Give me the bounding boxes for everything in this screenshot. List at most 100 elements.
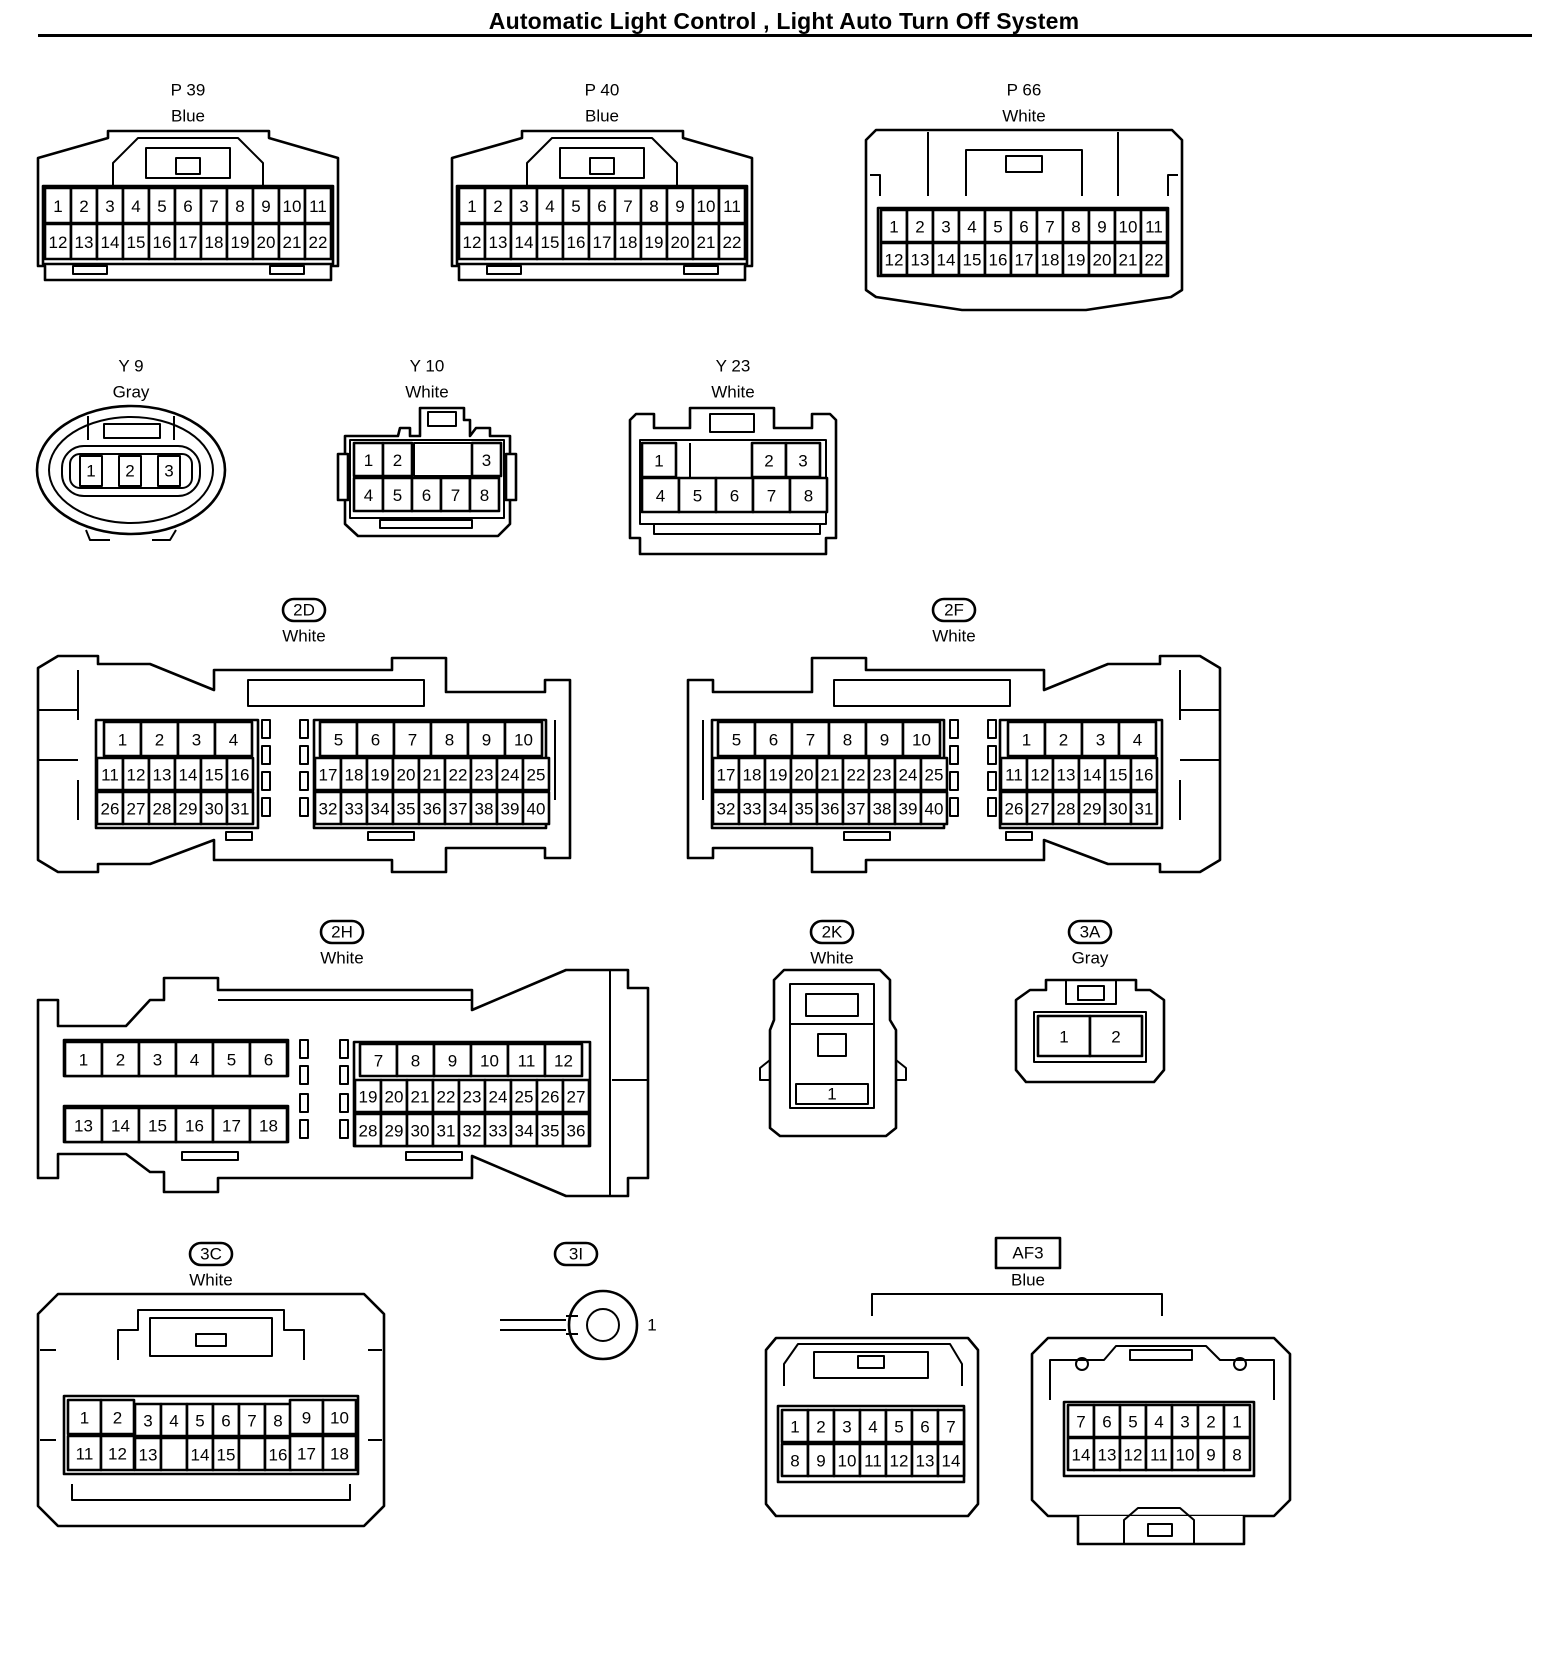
pin-number: 21 [283,233,302,252]
pin-cell [535,1112,565,1148]
lock-slot [987,797,997,817]
side-clip [759,1059,907,1081]
connector-id: 2H [331,923,353,942]
pin-number: 11 [1150,1446,1168,1465]
pin-number: 1 [79,1051,88,1070]
pin-number: 35 [541,1122,560,1141]
pin-number: 12 [49,233,68,252]
outline [40,1349,382,1441]
outline [1049,1345,1275,1400]
pin-cell [379,1112,409,1148]
connector-id: 3A [1080,923,1101,942]
pin-number: 1 [53,197,62,216]
pin-cell [1129,756,1159,792]
connector-color: White [282,627,325,646]
pin-number: 5 [894,1418,903,1437]
pin-cell [1118,1436,1148,1472]
pin-number: 2 [113,1409,122,1428]
pin-number: 13 [1057,766,1076,785]
lock-slot [261,745,271,765]
pin-cell [159,1436,189,1472]
pin-number: 10 [1176,1446,1195,1465]
key [1005,831,1033,841]
pin-number: 9 [448,1052,457,1071]
pin-number: 2 [79,197,88,216]
pin-number: 9 [1097,218,1106,237]
pin-number: 30 [205,800,224,819]
pin-number: 4 [131,197,140,216]
pin-number: 35 [397,800,416,819]
pin-cell [147,222,177,261]
pin-number: 6 [371,731,380,750]
pin-number: 20 [385,1088,404,1107]
pin-cell [561,222,591,261]
pin-number: 18 [205,233,224,252]
pin-cell [69,222,99,261]
pin-cell [751,476,792,514]
pin-cell [352,441,385,478]
connector-id: 2D [293,601,315,620]
pin-cell [983,208,1013,244]
pin-cell [737,756,767,792]
pin-number: 22 [437,1088,456,1107]
pin-block [349,439,505,519]
pin-number: 12 [1031,766,1050,785]
pin-number: 31 [231,800,250,819]
pin-number: 8 [235,197,244,216]
pin-number: 15 [217,1446,236,1465]
pin-number: 21 [411,1088,430,1107]
pin-number: 2 [116,1051,125,1070]
pin-number: 7 [806,731,815,750]
pin-number: 10 [283,197,302,216]
pin-cell [248,1040,289,1078]
connector-id: 2F [944,601,964,620]
pin-number: 11 [76,1445,94,1464]
pin-number: 33 [743,800,762,819]
pin-cavity [61,445,201,497]
pin-number: 35 [795,800,814,819]
pin-cell [173,756,203,792]
pin-number: 39 [501,800,520,819]
pin-number: 10 [1119,218,1138,237]
pin-number: 16 [231,766,250,785]
pin-number: 6 [1102,1413,1111,1432]
pin-number: 2 [155,731,164,750]
pin-cell [1087,241,1117,277]
pin-number: 28 [153,800,172,819]
pin-number: 18 [743,766,762,785]
connector-shell [35,404,227,536]
pin-number: 3 [164,462,173,481]
pin-number: 33 [489,1122,508,1141]
latch-housing [783,1343,963,1386]
pin-cell [957,241,987,277]
side-rib [336,452,350,502]
pin-number: 26 [101,800,120,819]
pin-cell [288,1434,325,1472]
pin-number: 1 [654,452,663,471]
pin-number: 7 [374,1052,383,1071]
pin-number: 16 [567,233,586,252]
pin-number: 19 [359,1088,378,1107]
pin-number: 17 [297,1445,316,1464]
pin-number: 36 [567,1122,586,1141]
lock-tab [1147,1523,1173,1537]
outline [566,1315,578,1335]
latch-tab [427,411,457,427]
pin-number: 6 [769,731,778,750]
pin-number: 6 [1019,218,1028,237]
connector-tag-box [994,1236,1062,1270]
pin-number: 13 [916,1452,935,1471]
pin-number: 9 [675,197,684,216]
connector-color: Blue [585,107,619,126]
pin-number: 16 [269,1446,288,1465]
latch-tab [709,413,755,433]
pin-number: 15 [148,1117,167,1136]
pin-cell [137,1040,178,1078]
latch [559,147,645,179]
pin-number: 14 [1072,1446,1091,1465]
pin-cell [95,756,125,792]
lock-slot [987,745,997,765]
